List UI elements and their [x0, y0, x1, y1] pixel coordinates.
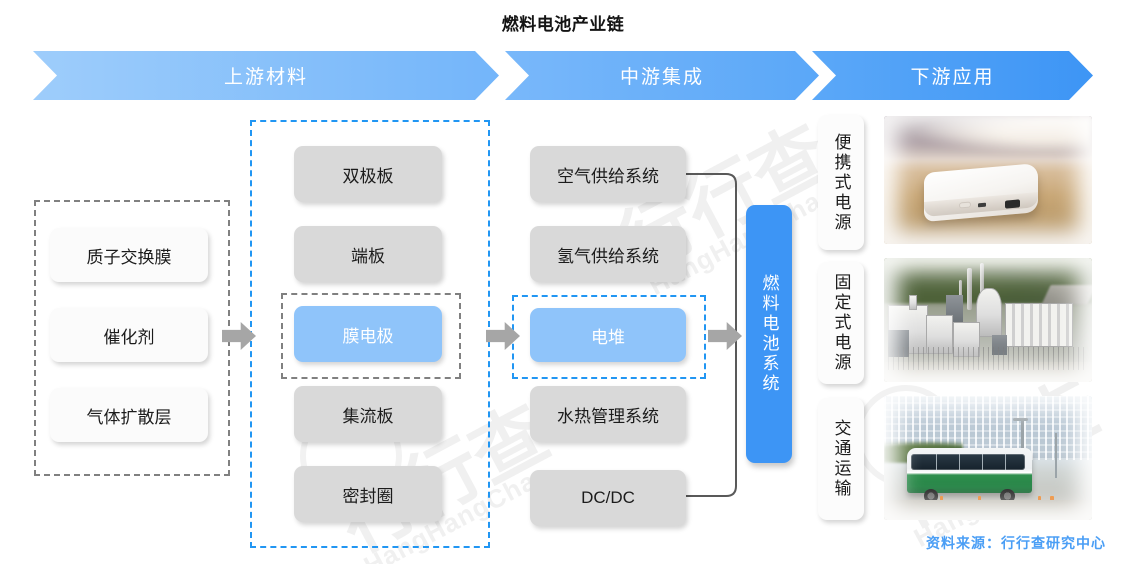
node-label: 交通运输 [831, 419, 851, 499]
node-label: 水热管理系统 [557, 406, 659, 426]
node-membrane-electrode-assembly[interactable]: 膜电极 [294, 306, 442, 362]
node-transportation[interactable]: 交通运输 [818, 398, 864, 520]
node-fuel-cell-stack[interactable]: 电堆 [530, 308, 686, 362]
node-water-thermal-management-system[interactable]: 水热管理系统 [530, 386, 686, 442]
stage-banner-downstream[interactable]: 下游应用 [812, 51, 1093, 100]
stage-banner-label: 下游应用 [910, 67, 995, 88]
source-note: 资料来源：行行查研究中心 [926, 535, 1106, 551]
node-label: 集流板 [342, 406, 394, 426]
node-gas-diffusion-layer[interactable]: 气体扩散层 [50, 388, 208, 442]
node-fuel-cell-system[interactable]: 燃料电池系统 [746, 205, 792, 463]
stage-banner-midstream[interactable]: 中游集成 [505, 51, 819, 100]
node-label: 电堆 [591, 327, 625, 347]
node-stationary-power-source[interactable]: 固定式电源 [818, 262, 864, 384]
node-label: 空气供给系统 [557, 166, 659, 186]
node-label: 质子交换膜 [86, 247, 172, 267]
photo-portable-power-bank [884, 116, 1092, 244]
node-proton-exchange-membrane[interactable]: 质子交换膜 [50, 228, 208, 282]
node-label: 燃料电池系统 [759, 274, 779, 394]
node-end-plate[interactable]: 端板 [294, 226, 442, 282]
photo-fuel-cell-bus [884, 396, 1092, 520]
node-label: 密封圈 [342, 486, 394, 506]
node-label: 便携式电源 [831, 132, 851, 233]
node-label: 固定式电源 [831, 273, 851, 373]
stage-banner-label: 中游集成 [619, 67, 704, 88]
photo-stationary-power-plant [884, 258, 1092, 382]
node-label: 催化剂 [103, 327, 155, 347]
page-title: 燃料电池产业链 [501, 15, 625, 34]
node-current-collector[interactable]: 集流板 [294, 386, 442, 442]
node-label: 氢气供给系统 [557, 246, 659, 266]
node-sealing-ring[interactable]: 密封圈 [294, 466, 442, 522]
stage-banner-label: 上游材料 [223, 67, 308, 88]
node-label: 膜电极 [342, 326, 394, 346]
node-portable-power-source[interactable]: 便携式电源 [818, 115, 864, 250]
group-highlight-membrane-electrode [281, 293, 461, 379]
node-label: 气体扩散层 [86, 407, 172, 427]
node-catalyst[interactable]: 催化剂 [50, 308, 208, 362]
node-label: 端板 [351, 246, 385, 266]
node-label: DC/DC [581, 488, 635, 507]
node-label: 双极板 [342, 166, 394, 186]
node-air-supply-system[interactable]: 空气供给系统 [530, 146, 686, 202]
stage-banner-upstream[interactable]: 上游材料 [33, 51, 499, 100]
node-dc-dc-converter[interactable]: DC/DC [530, 470, 686, 526]
node-hydrogen-supply-system[interactable]: 氢气供给系统 [530, 226, 686, 282]
flow-arrow-systems-to-fuel-cell-system [708, 322, 742, 350]
node-bipolar-plate[interactable]: 双极板 [294, 146, 442, 202]
